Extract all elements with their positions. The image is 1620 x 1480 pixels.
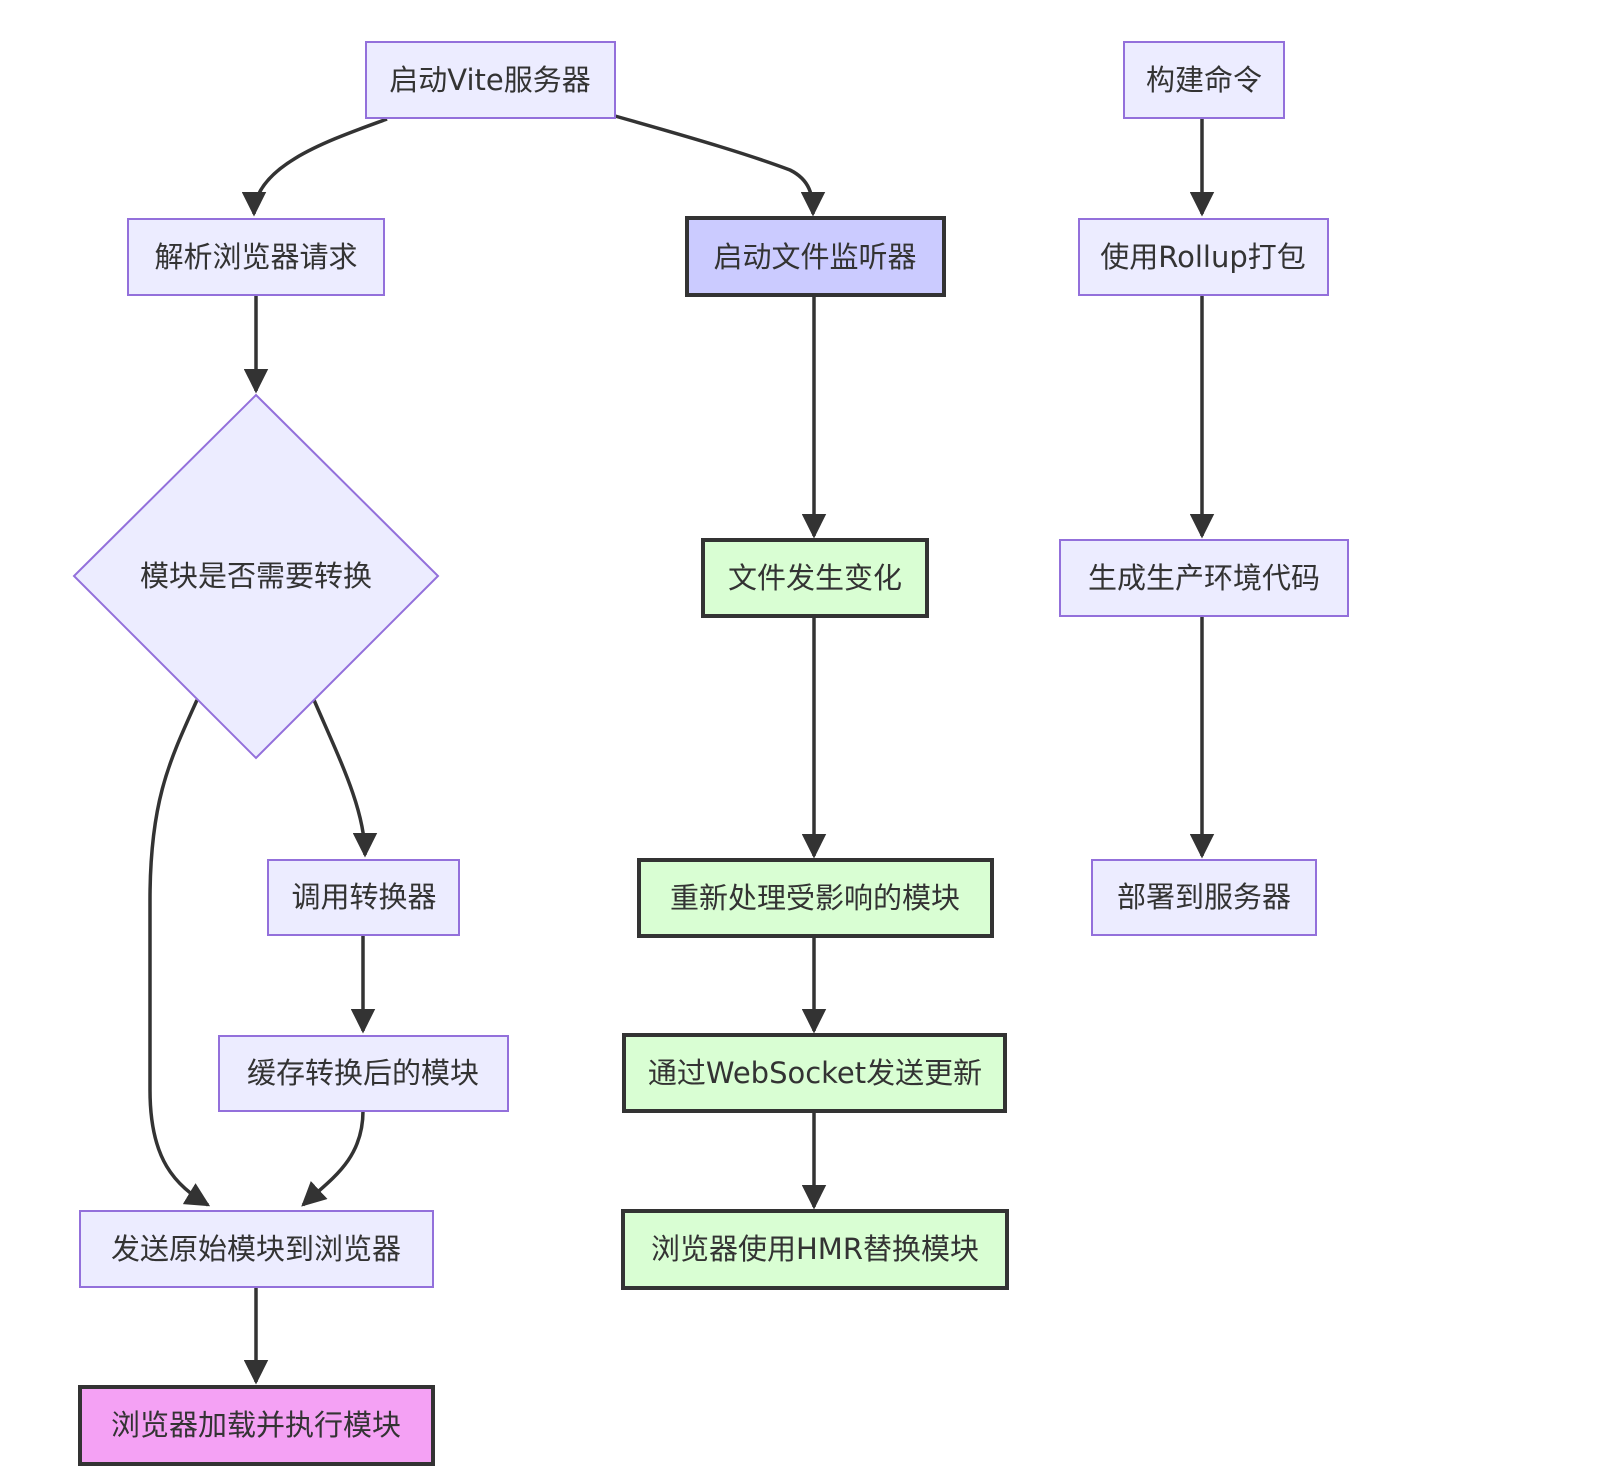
node-browser-exec: 浏览器加载并执行模块 bbox=[78, 1385, 435, 1466]
node-label: 重新处理受影响的模块 bbox=[670, 881, 960, 915]
node-send-module: 发送原始模块到浏览器 bbox=[79, 1210, 434, 1288]
node-parse-request: 解析浏览器请求 bbox=[127, 218, 385, 296]
edge-start-to-parse bbox=[241, 117, 388, 217]
edge-start-to-watcher bbox=[614, 114, 826, 217]
node-ws-update: 通过WebSocket发送更新 bbox=[622, 1033, 1007, 1113]
node-label: 模块是否需要转换 bbox=[140, 559, 372, 593]
node-label: 构建命令 bbox=[1146, 63, 1262, 97]
node-build-cmd: 构建命令 bbox=[1123, 41, 1285, 119]
edge-decision-to-transformer bbox=[312, 699, 378, 858]
edge-decision-to-send bbox=[148, 699, 211, 1207]
node-reprocess: 重新处理受影响的模块 bbox=[637, 858, 994, 938]
node-label: 使用Rollup打包 bbox=[1100, 240, 1306, 274]
node-cache-module: 缓存转换后的模块 bbox=[218, 1035, 509, 1112]
node-label: 发送原始模块到浏览器 bbox=[111, 1232, 401, 1266]
node-label: 部署到服务器 bbox=[1117, 880, 1291, 914]
node-label: 解析浏览器请求 bbox=[154, 240, 357, 274]
node-label: 启动Vite服务器 bbox=[389, 63, 590, 97]
node-file-changed: 文件发生变化 bbox=[701, 538, 929, 618]
node-decision-need-transform: 模块是否需要转换 bbox=[72, 393, 440, 760]
node-label: 调用转换器 bbox=[291, 880, 436, 914]
node-label: 启动文件监听器 bbox=[713, 240, 916, 274]
node-label: 生成生产环境代码 bbox=[1088, 561, 1320, 595]
node-start-server: 启动Vite服务器 bbox=[365, 41, 616, 119]
edge-cache-to-send bbox=[301, 1110, 365, 1207]
node-prod-code: 生成生产环境代码 bbox=[1059, 539, 1349, 617]
node-start-watcher: 启动文件监听器 bbox=[685, 216, 946, 297]
node-label: 浏览器加载并执行模块 bbox=[111, 1408, 401, 1442]
node-call-transformer: 调用转换器 bbox=[267, 859, 460, 936]
node-label: 浏览器使用HMR替换模块 bbox=[651, 1232, 979, 1266]
node-label: 缓存转换后的模块 bbox=[247, 1056, 479, 1090]
node-label: 通过WebSocket发送更新 bbox=[648, 1056, 982, 1090]
node-deploy: 部署到服务器 bbox=[1091, 859, 1317, 936]
node-hmr-replace: 浏览器使用HMR替换模块 bbox=[621, 1209, 1009, 1290]
edges bbox=[148, 114, 1215, 1385]
node-label: 文件发生变化 bbox=[728, 561, 902, 595]
node-rollup: 使用Rollup打包 bbox=[1078, 218, 1329, 296]
